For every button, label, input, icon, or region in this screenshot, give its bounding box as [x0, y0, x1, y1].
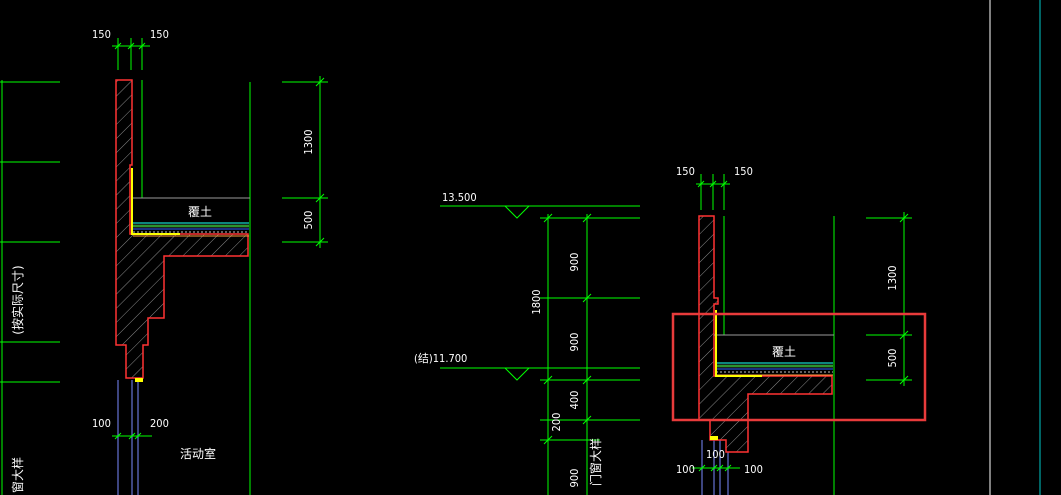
left-dim-bottom-left: 100: [92, 417, 111, 430]
drawing-frame: [989, 0, 1041, 495]
right-seg-3: 400: [568, 391, 581, 410]
right-seg-4: 200: [550, 413, 563, 432]
left-bottom-dimension: [112, 432, 152, 440]
left-height-lower: 500: [302, 211, 315, 230]
left-wall-section: [115, 79, 249, 379]
right-dim-top-right: 150: [734, 165, 753, 178]
right-sill-marker: [710, 436, 718, 440]
elevation-top-text: 13.500: [442, 191, 477, 204]
right-right-dimension: [866, 212, 912, 386]
right-dim-top-left: 150: [676, 165, 695, 178]
left-detail: 150 150 覆土: [0, 28, 328, 495]
right-height-lower: 500: [886, 349, 899, 368]
right-bottom-dimension: [692, 464, 740, 472]
right-dim-bottom-2: 100: [706, 448, 725, 461]
right-height-upper: 1300: [886, 265, 899, 290]
left-dim-top-right: 150: [150, 28, 169, 41]
right-seg-5: 900: [568, 469, 581, 488]
right-side-label: 门窗大样: [588, 438, 603, 486]
left-dim-top-left: 150: [92, 28, 111, 41]
left-soil-label: 覆土: [188, 205, 212, 219]
right-wall-section: [698, 215, 833, 453]
right-dim-bottom-1: 100: [676, 463, 695, 476]
right-seg-2: 900: [568, 333, 581, 352]
right-soil-label: 覆土: [772, 345, 796, 359]
left-sill-marker: [135, 378, 143, 382]
left-room-label: 活动室: [180, 446, 216, 461]
left-top-dimension: [112, 38, 150, 70]
right-seg-1: 900: [568, 253, 581, 272]
left-soil-layers: [133, 222, 249, 237]
left-dim-bottom-right: 200: [150, 417, 169, 430]
left-edge-dimension-line: [0, 80, 60, 495]
right-chain-dimension: [540, 213, 640, 495]
left-side-label-a: (按实际尺寸): [10, 265, 25, 334]
left-side-label-b: 窗大样: [10, 457, 25, 493]
right-top-dimension: [696, 174, 730, 210]
right-seg-total: 1800: [530, 289, 543, 314]
elevation-marker-top: [440, 205, 640, 219]
elevation-marker-struct: [440, 367, 640, 381]
right-soil-layers: [716, 362, 833, 376]
left-right-dimension: [282, 76, 328, 248]
elevation-struct-text: (结)11.700: [414, 352, 467, 365]
right-waterproof-line: [715, 310, 762, 377]
left-waterproof-line: [131, 168, 180, 235]
right-detail: 13.500 (结)11.700 900 900 1800 400 200: [414, 165, 927, 495]
highlight-box[interactable]: [671, 312, 927, 422]
right-dim-bottom-3: 100: [744, 463, 763, 476]
left-wall-guide-lines: [117, 80, 251, 495]
left-height-upper: 1300: [302, 129, 315, 154]
